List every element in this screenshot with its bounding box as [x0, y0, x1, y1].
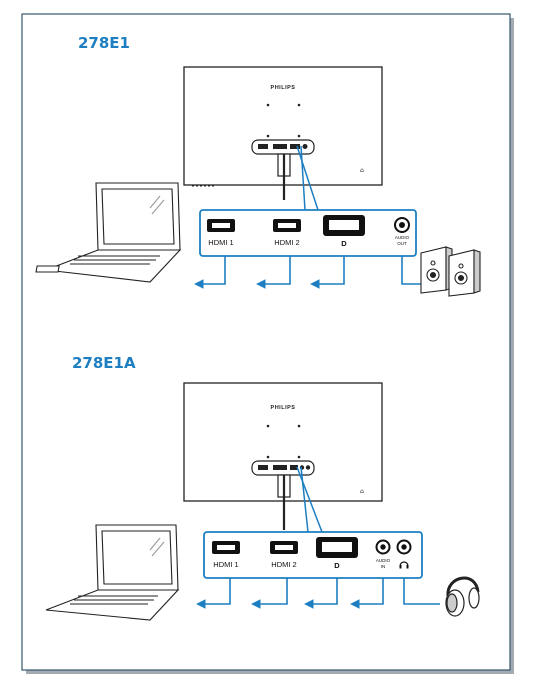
model-title-278e1a: 278E1A [72, 354, 136, 372]
laptop-icon [45, 524, 180, 621]
port-panel-278e1a: HDMI 1 HDMI 2 D AUDIO IN [203, 531, 423, 579]
monitor-back: PHILIPS ⌂ [183, 382, 383, 530]
hdmi2-port-icon [273, 219, 301, 232]
model-title-278e1: 278E1 [78, 34, 130, 52]
laptop-icon [35, 182, 182, 283]
monitor-brand: PHILIPS [271, 405, 296, 411]
audio-out-jack-icon [394, 217, 410, 233]
section-278e1: PHILIPS ⌂ HDMI 1 [35, 66, 481, 297]
headphones-icon [445, 576, 480, 617]
svg-text:⌂: ⌂ [360, 167, 364, 174]
dp-label: D [341, 239, 347, 248]
headphone-jack-icon [396, 539, 412, 569]
audio-in-jack-icon [375, 539, 391, 555]
displayport-icon [323, 215, 365, 236]
hdmi2-label: HDMI 2 [274, 238, 299, 247]
hdmi2-port-icon [270, 541, 298, 554]
audio-out-label-1: AUDIO [395, 235, 410, 240]
cable-arrows-278e1a [196, 578, 440, 609]
hdmi1-label: HDMI 1 [208, 238, 233, 247]
displayport-icon [316, 537, 358, 558]
hdmi1-port-icon [207, 219, 235, 232]
audio-out-label-2: OUT [397, 241, 407, 246]
hdmi2-label: HDMI 2 [271, 560, 296, 569]
svg-text:⌂: ⌂ [360, 488, 364, 495]
hdmi1-port-icon [212, 541, 240, 554]
monitor-brand: PHILIPS [271, 85, 296, 91]
speakers-icon [420, 246, 481, 297]
port-panel-278e1: HDMI 1 HDMI 2 D AUDIO OUT [199, 209, 417, 257]
section-278e1a: PHILIPS ⌂ HDMI 1 HD [45, 382, 480, 621]
hdmi1-label: HDMI 1 [213, 560, 238, 569]
dp-label: D [334, 561, 340, 570]
audio-in-label-2: IN [381, 564, 386, 569]
monitor-back: PHILIPS ⌂ [183, 66, 383, 200]
audio-in-label-1: AUDIO [376, 558, 391, 563]
cable-arrows-278e1 [194, 256, 424, 289]
